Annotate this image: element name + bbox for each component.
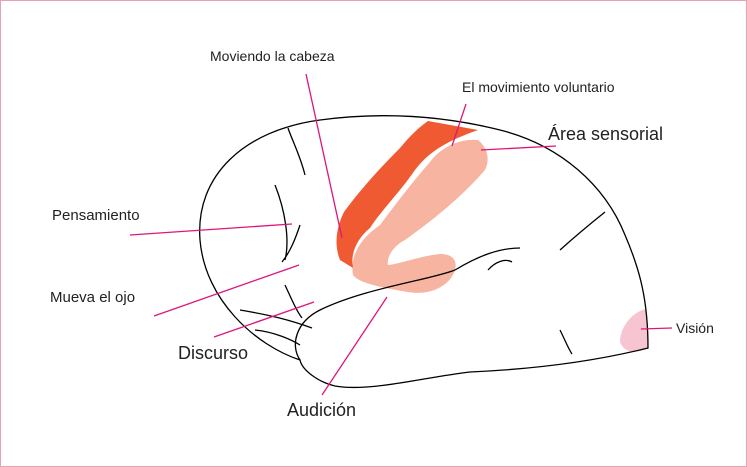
leader-line-voluntary-movement [451,103,467,147]
label-hearing: Audición [287,400,357,420]
label-sensory-area: Área sensorial [548,124,664,144]
vision-area [620,309,648,352]
label-voluntary-movement: El movimiento voluntario [462,79,615,95]
label-speech: Discurso [178,343,249,363]
leader-lines [129,73,673,396]
label-vision: Visión [676,320,714,336]
leader-line-sensory-area [480,145,557,151]
brain-outline [199,115,649,389]
label-head-movement: Moviendo la cabeza [210,48,335,64]
motor-strip [336,121,478,268]
leader-line-vision [640,327,673,330]
leader-line-thinking [129,223,293,236]
leader-line-eye-movement [153,264,300,317]
leader-line-speech [213,301,315,338]
label-eye-movement: Mueva el ojo [50,289,136,306]
leader-line-head-movement [305,73,343,239]
sensory-area [352,139,488,293]
leader-line-hearing [321,296,388,396]
label-thinking: Pensamiento [52,207,140,224]
